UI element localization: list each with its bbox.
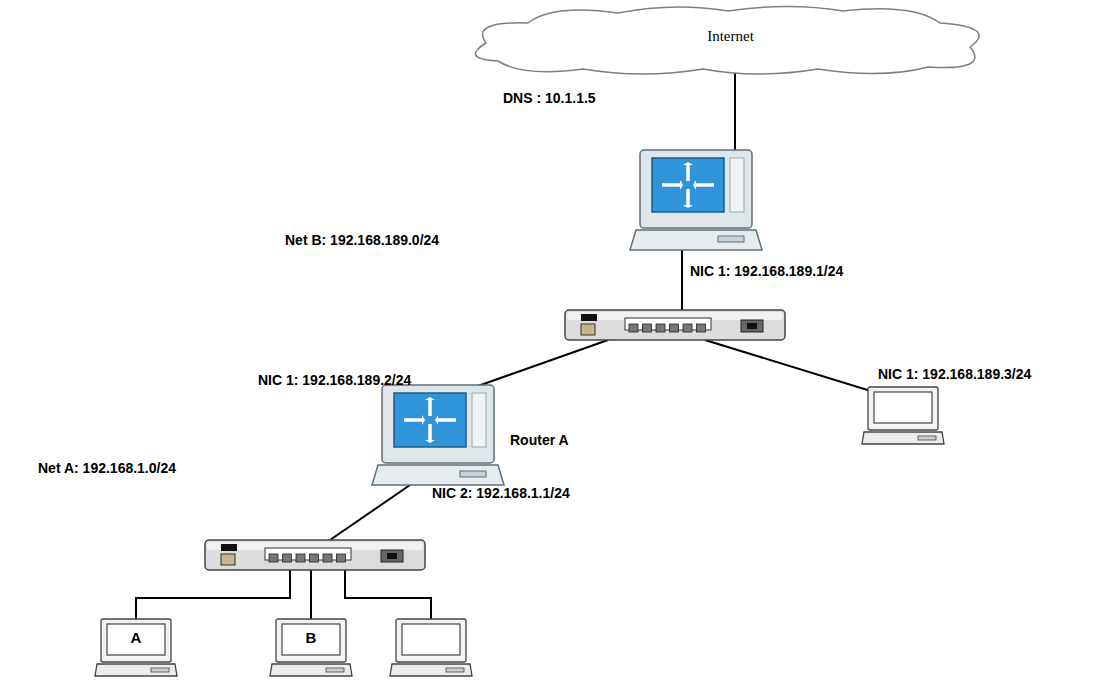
dns-address: DNS : 10.1.1.5 <box>503 89 596 107</box>
switch-icon <box>565 310 785 340</box>
router-name: Router A <box>510 431 569 449</box>
switch-icon <box>205 540 425 570</box>
network-cable <box>330 485 410 540</box>
pc-icon <box>862 387 944 444</box>
interface-address: NIC 1: 192.168.189.3/24 <box>878 365 1031 383</box>
network-cable <box>345 570 431 619</box>
internet-cloud: Internet <box>458 1 1003 77</box>
network-cable <box>705 340 874 392</box>
network-label: Net A: 192.168.1.0/24 <box>38 459 176 477</box>
network-cable <box>136 570 290 619</box>
computer-node: B <box>270 618 352 678</box>
router-icon <box>372 385 504 485</box>
network-label: Net B: 192.168.189.0/24 <box>285 231 439 249</box>
interface-address: NIC 1: 192.168.189.1/24 <box>690 262 843 280</box>
node-text: B <box>306 629 317 646</box>
node-text: A <box>131 629 142 646</box>
pc-icon <box>390 619 472 676</box>
interface-address: NIC 1: 192.168.189.2/24 <box>258 371 411 389</box>
interface-address: NIC 2: 192.168.1.1/24 <box>432 484 570 502</box>
network-cable <box>478 340 608 386</box>
pc-icon <box>270 619 352 676</box>
computer-node: A <box>95 618 177 678</box>
pc-outline <box>95 618 177 678</box>
node-text: Internet <box>707 28 754 45</box>
pc-outline <box>270 618 352 678</box>
network-cable <box>310 570 312 619</box>
pc-icon <box>95 619 177 676</box>
network-cable <box>681 250 683 310</box>
router-icon <box>630 150 762 250</box>
